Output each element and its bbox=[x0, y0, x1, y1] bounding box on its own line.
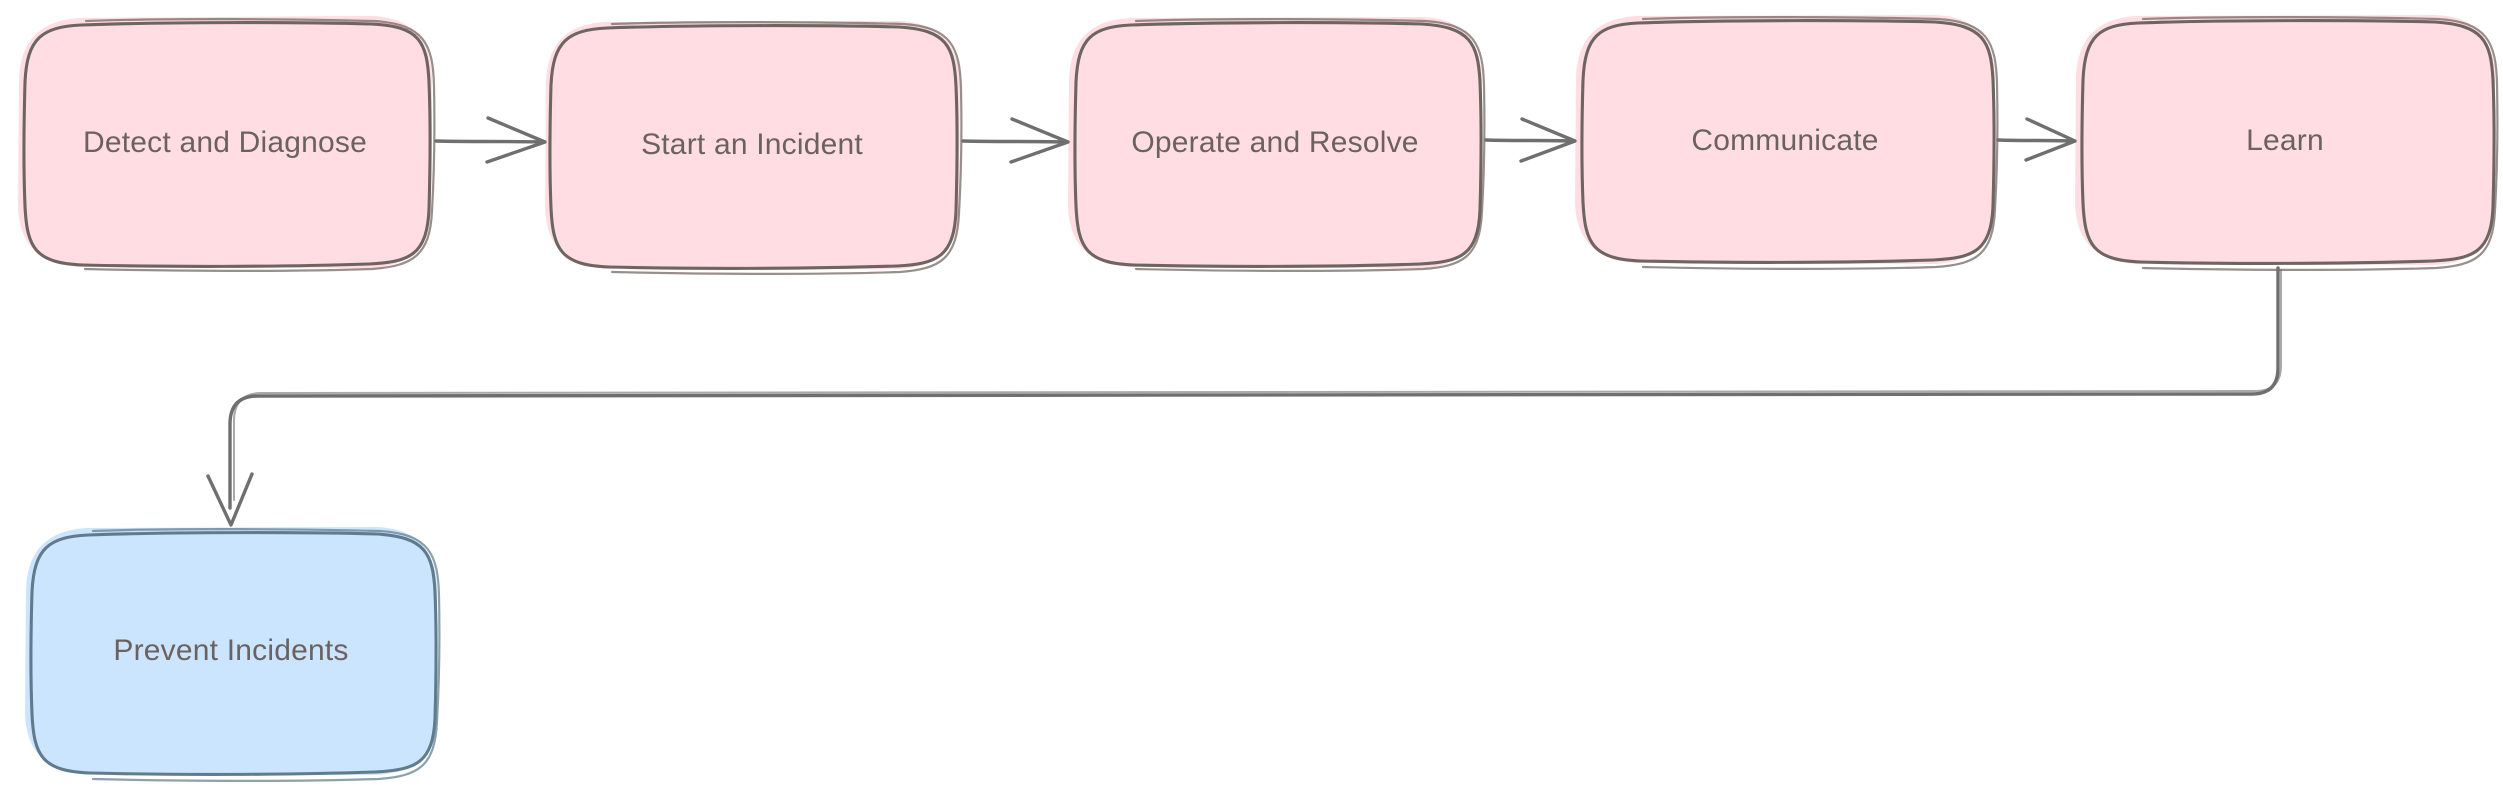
edge-start-to-operate[interactable] bbox=[961, 117, 1070, 164]
node-fill-communicate bbox=[1575, 15, 1995, 264]
arrowhead-operate-to-communicate bbox=[1519, 117, 1577, 163]
edge-line-start-to-operate bbox=[961, 139, 1067, 144]
node-stroke-detect-b bbox=[83, 18, 436, 272]
arrowhead-communicate-to-learn bbox=[2024, 117, 2077, 162]
edge-operate-to-communicate[interactable] bbox=[1484, 117, 1577, 163]
edge-line-communicate-to-learn bbox=[1996, 138, 2074, 143]
node-stroke-prevent-b bbox=[91, 528, 441, 782]
node-stroke-communicate-a bbox=[1580, 19, 1996, 264]
node-shape-prevent[interactable] bbox=[25, 527, 441, 782]
node-stroke-prevent-a bbox=[29, 531, 438, 776]
edge-line-learn-to-prevent-a bbox=[228, 266, 2280, 510]
node-stroke-learn-a bbox=[2080, 19, 2496, 265]
node-shape-start[interactable] bbox=[545, 21, 963, 275]
node-stroke-operate-a bbox=[1073, 21, 1483, 268]
node-stroke-start-a bbox=[548, 24, 959, 270]
node-fill-operate bbox=[1068, 17, 1482, 268]
node-shape-detect[interactable] bbox=[18, 16, 436, 272]
node-fill-prevent bbox=[25, 527, 437, 775]
node-fill-learn bbox=[2075, 15, 2495, 265]
node-stroke-operate-b bbox=[1134, 18, 1486, 272]
edge-learn-to-prevent[interactable] bbox=[206, 266, 2282, 527]
edge-line-operate-to-communicate bbox=[1484, 138, 1574, 143]
edge-detect-to-start[interactable] bbox=[434, 116, 547, 164]
node-stroke-communicate-b bbox=[1641, 16, 1999, 270]
node-shape-operate[interactable] bbox=[1068, 17, 1486, 272]
edge-communicate-to-learn[interactable] bbox=[1996, 117, 2077, 162]
edge-line-detect-to-start bbox=[434, 139, 544, 144]
node-shape-communicate[interactable] bbox=[1575, 15, 1999, 270]
edge-line-learn-to-prevent-b bbox=[233, 269, 2282, 501]
arrowhead-start-to-operate bbox=[1009, 117, 1070, 164]
node-fill-start bbox=[545, 21, 960, 269]
node-stroke-start-b bbox=[610, 21, 963, 275]
node-stroke-detect-a bbox=[22, 21, 432, 268]
node-stroke-learn-b bbox=[2141, 16, 2499, 271]
node-fill-detect bbox=[18, 16, 432, 268]
arrowhead-learn-to-prevent bbox=[206, 472, 254, 527]
node-shape-learn[interactable] bbox=[2075, 15, 2499, 271]
arrowhead-detect-to-start bbox=[485, 116, 547, 164]
